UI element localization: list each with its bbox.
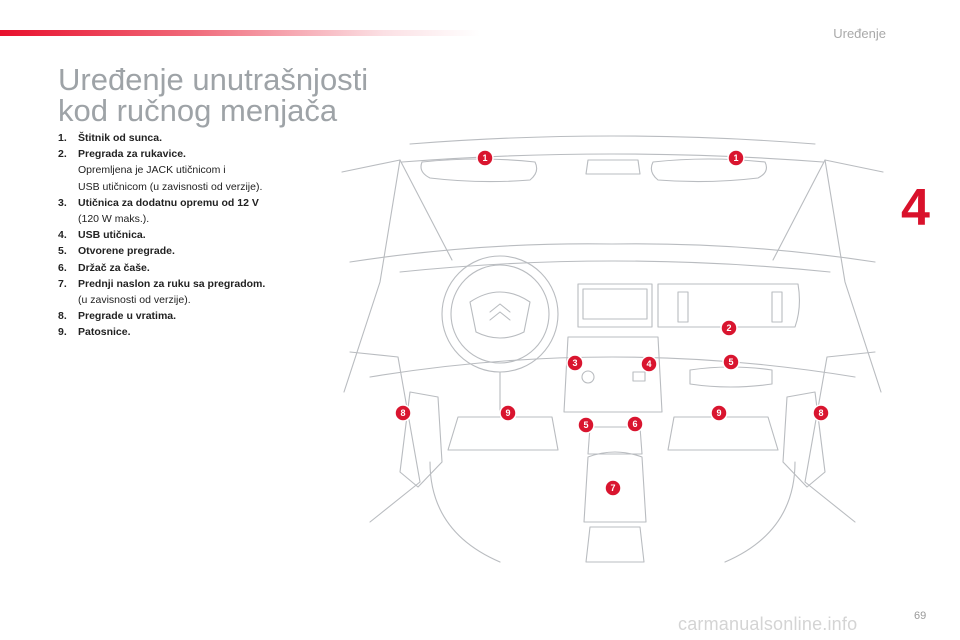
callout-badge: 7 bbox=[604, 479, 622, 497]
legend-number: 1. bbox=[58, 132, 67, 144]
callout-label: 3 bbox=[572, 358, 577, 368]
legend-label: Patosnice. bbox=[78, 326, 131, 339]
page-title-line1: Uređenje unutrašnjosti bbox=[58, 62, 369, 97]
callout-label: 5 bbox=[728, 357, 733, 367]
legend-label: Utičnica za dodatnu opremu od 12 V bbox=[78, 196, 259, 209]
legend-number: 7. bbox=[58, 277, 67, 290]
legend-list: 1. Štitnik od sunca. 2. Pregrada za rukavi… bbox=[58, 130, 348, 341]
callout-badge: 8 bbox=[394, 404, 412, 422]
callout-label: 8 bbox=[818, 408, 823, 418]
header-accent-bar bbox=[0, 30, 480, 36]
interior-linework bbox=[341, 135, 884, 563]
legend-note: (u zavisnosti od verzije). bbox=[78, 294, 191, 307]
callout-badge: 9 bbox=[499, 404, 517, 422]
legend-note: USB utičnicom (u zavisnosti od verzije). bbox=[78, 180, 263, 193]
section-title: Uređenje bbox=[833, 26, 886, 41]
legend-note: Opremljena je JACK utičnicom i bbox=[78, 164, 226, 177]
page-title-line2: kod ručnog menjača bbox=[58, 93, 338, 128]
legend-number: 5. bbox=[58, 245, 67, 258]
legend-label: Pregrada za rukavice. bbox=[78, 148, 186, 161]
legend-number: 3. bbox=[58, 196, 67, 209]
legend-label: Otvorene pregrade. bbox=[78, 245, 175, 258]
callout-label: 9 bbox=[716, 408, 721, 418]
legend-label: Prednji naslon za ruku sa pregradom. bbox=[78, 277, 266, 290]
callout-badge: 2 bbox=[720, 319, 738, 337]
legend-item: 6. Držač za čaše. bbox=[58, 260, 348, 276]
callout-label: 7 bbox=[610, 483, 615, 493]
callout-badge: 1 bbox=[727, 149, 745, 167]
callout-label: 9 bbox=[505, 408, 510, 418]
callout-group: 1 1 2 3 4 5 5 6 7 8 8 9 9 bbox=[394, 149, 830, 497]
callout-badge: 4 bbox=[640, 355, 658, 373]
legend-item: 4. USB utičnica. bbox=[58, 227, 348, 243]
legend-item: 2. Pregrada za rukavice. Opremljena je JAC… bbox=[58, 146, 348, 195]
callout-label: 6 bbox=[632, 419, 637, 429]
callout-label: 2 bbox=[726, 323, 731, 333]
legend-label: USB utičnica. bbox=[78, 229, 146, 242]
callout-label: 5 bbox=[583, 420, 588, 430]
callout-label: 8 bbox=[400, 408, 405, 418]
callout-badge: 9 bbox=[710, 404, 728, 422]
legend-item: 8. Pregrade u vratima. bbox=[58, 308, 348, 324]
page-title: Uređenje unutrašnjosti kod ručnog menjač… bbox=[58, 64, 368, 126]
callout-badge: 1 bbox=[476, 149, 494, 167]
callout-label: 4 bbox=[646, 359, 651, 369]
callout-badge: 8 bbox=[812, 404, 830, 422]
callout-badge: 5 bbox=[722, 353, 740, 371]
legend-label: Držač za čaše. bbox=[78, 261, 150, 274]
legend-item: 5. Otvorene pregrade. bbox=[58, 243, 348, 259]
legend-number: 9. bbox=[58, 326, 67, 339]
legend-item: 1. Štitnik od sunca. bbox=[58, 130, 348, 146]
legend-number: 4. bbox=[58, 229, 67, 242]
callout-badge: 3 bbox=[566, 354, 584, 372]
callout-label: 1 bbox=[733, 153, 738, 163]
watermark-text: carmanualsonline.info bbox=[678, 614, 858, 634]
chapter-number: 4 bbox=[901, 179, 930, 237]
legend-item: 9. Patosnice. bbox=[58, 324, 348, 340]
legend-label: Pregrade u vratima. bbox=[78, 310, 177, 323]
legend-number: 6. bbox=[58, 261, 67, 274]
legend-number: 2. bbox=[58, 148, 67, 161]
legend-number: 8. bbox=[58, 310, 67, 323]
legend-note: (120 W maks.). bbox=[78, 213, 150, 226]
callout-badge: 6 bbox=[626, 415, 644, 433]
legend-item: 3. Utičnica za dodatnu opremu od 12 V (120… bbox=[58, 195, 348, 227]
callout-label: 1 bbox=[482, 153, 487, 163]
interior-illustration: 1 1 2 3 4 5 5 6 7 8 8 9 9 bbox=[341, 135, 884, 563]
legend-label: Štitnik od sunca. bbox=[78, 132, 163, 144]
page-number: 69 bbox=[914, 610, 927, 622]
legend-item: 7. Prednji naslon za ruku sa pregradom. (u… bbox=[58, 276, 348, 308]
callout-badge: 5 bbox=[577, 416, 595, 434]
